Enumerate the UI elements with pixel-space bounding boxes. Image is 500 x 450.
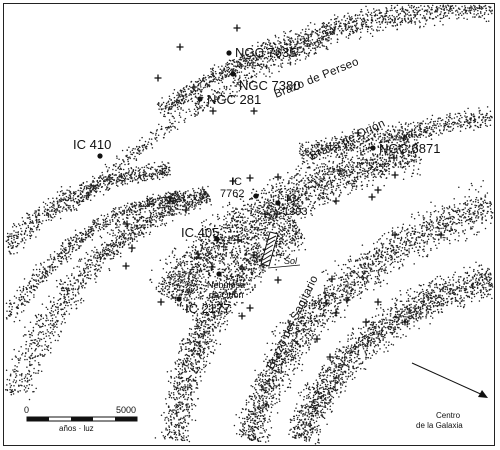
- ic7762-marker: [253, 193, 259, 199]
- galactic-center-label-1: Centro: [436, 411, 461, 420]
- sun-marker: ☼: [257, 231, 301, 275]
- galactic-center-label-2: de la Galaxia: [416, 421, 463, 430]
- star-cross: [233, 24, 241, 32]
- star-cross: [322, 299, 330, 307]
- ngc281-marker: [197, 96, 203, 102]
- star-cross: [374, 186, 382, 194]
- ngc7380-marker: [230, 71, 236, 77]
- scale-start-label: 0: [24, 405, 29, 415]
- star-cross: [390, 154, 398, 162]
- star-cross: [209, 107, 217, 115]
- scale-bar: 0 5000 años · luz: [24, 405, 138, 433]
- star-cross: [401, 318, 409, 326]
- star-cross: [400, 134, 408, 142]
- ngc6871-marker: [370, 145, 376, 151]
- star-cross: [391, 231, 399, 239]
- star-cross: [246, 174, 254, 182]
- orion-arm-label: Brazo de Orión: [308, 117, 387, 162]
- ic1393-label-top: IC: [286, 193, 297, 205]
- star-cross: [154, 74, 162, 82]
- star-cross: [208, 263, 216, 271]
- orion-nebula-label-2: de Orión: [209, 290, 244, 300]
- star-cross: [332, 309, 340, 317]
- ic7762-label-top: IC: [231, 176, 242, 188]
- star-cross: [166, 197, 174, 205]
- ic410-marker: [97, 153, 103, 159]
- star-cross: [122, 262, 130, 270]
- star-cross: [368, 193, 376, 201]
- stellar-dot-field: [4, 4, 494, 445]
- star-cross: [354, 129, 362, 137]
- star-cross: [194, 250, 202, 258]
- star-cross: [362, 318, 370, 326]
- ic405-marker: [214, 236, 220, 242]
- ngc7635-marker: [226, 50, 232, 56]
- ic2177-label: IC 2177: [185, 301, 231, 316]
- scale-unit-label: años · luz: [59, 424, 94, 433]
- ngc7380-label: NGC 7380: [239, 78, 300, 93]
- star-cross: [391, 171, 399, 179]
- object-dots: [97, 50, 376, 302]
- ngc7635-label: NGC 7635: [235, 45, 296, 60]
- ngc6871-label: NGC 6871: [379, 141, 440, 156]
- star-cross: [437, 231, 445, 239]
- star-cross: [250, 107, 258, 115]
- star-cross: [123, 220, 131, 228]
- star-cross: [274, 276, 282, 284]
- ic405-label: IC 405: [181, 225, 219, 240]
- star-cross: [273, 210, 281, 218]
- ic2177-marker: [176, 296, 182, 302]
- galactic-center-arrow: Centro de la Galaxia: [411, 362, 488, 430]
- star-cross: [128, 244, 136, 252]
- ic7762-label-num: 7762: [220, 188, 244, 200]
- orion-nebula-marker: [216, 271, 222, 277]
- star-cross: [238, 312, 246, 320]
- star-cross: [182, 206, 190, 214]
- ngc281-label: NGC 281: [207, 92, 261, 107]
- star-cross: [343, 296, 351, 304]
- map-frame: [3, 3, 495, 446]
- star-cross: [176, 43, 184, 51]
- orion-nebula-label-1: Nebulosa: [207, 280, 245, 290]
- star-cross: [336, 167, 344, 175]
- scale-end-label: 5000: [116, 405, 136, 415]
- star-cross: [328, 275, 336, 283]
- star-cross: [261, 210, 269, 218]
- star-cross: [274, 173, 282, 181]
- star-cross: [157, 298, 165, 306]
- sun-label: Sol: [284, 256, 298, 266]
- star-cross: [374, 298, 382, 306]
- ic410-label: IC 410: [73, 137, 111, 152]
- ic1393-label-num: 1393: [283, 206, 307, 218]
- star-cross: [313, 335, 321, 343]
- star-cross: [246, 304, 254, 312]
- star-cross: [229, 177, 237, 185]
- star-cross: [250, 251, 258, 259]
- star-cross: [234, 236, 242, 244]
- ic1393-marker: [275, 200, 281, 206]
- star-cross-markers: [122, 24, 445, 361]
- star-cross: [326, 353, 334, 361]
- star-cross: [332, 197, 340, 205]
